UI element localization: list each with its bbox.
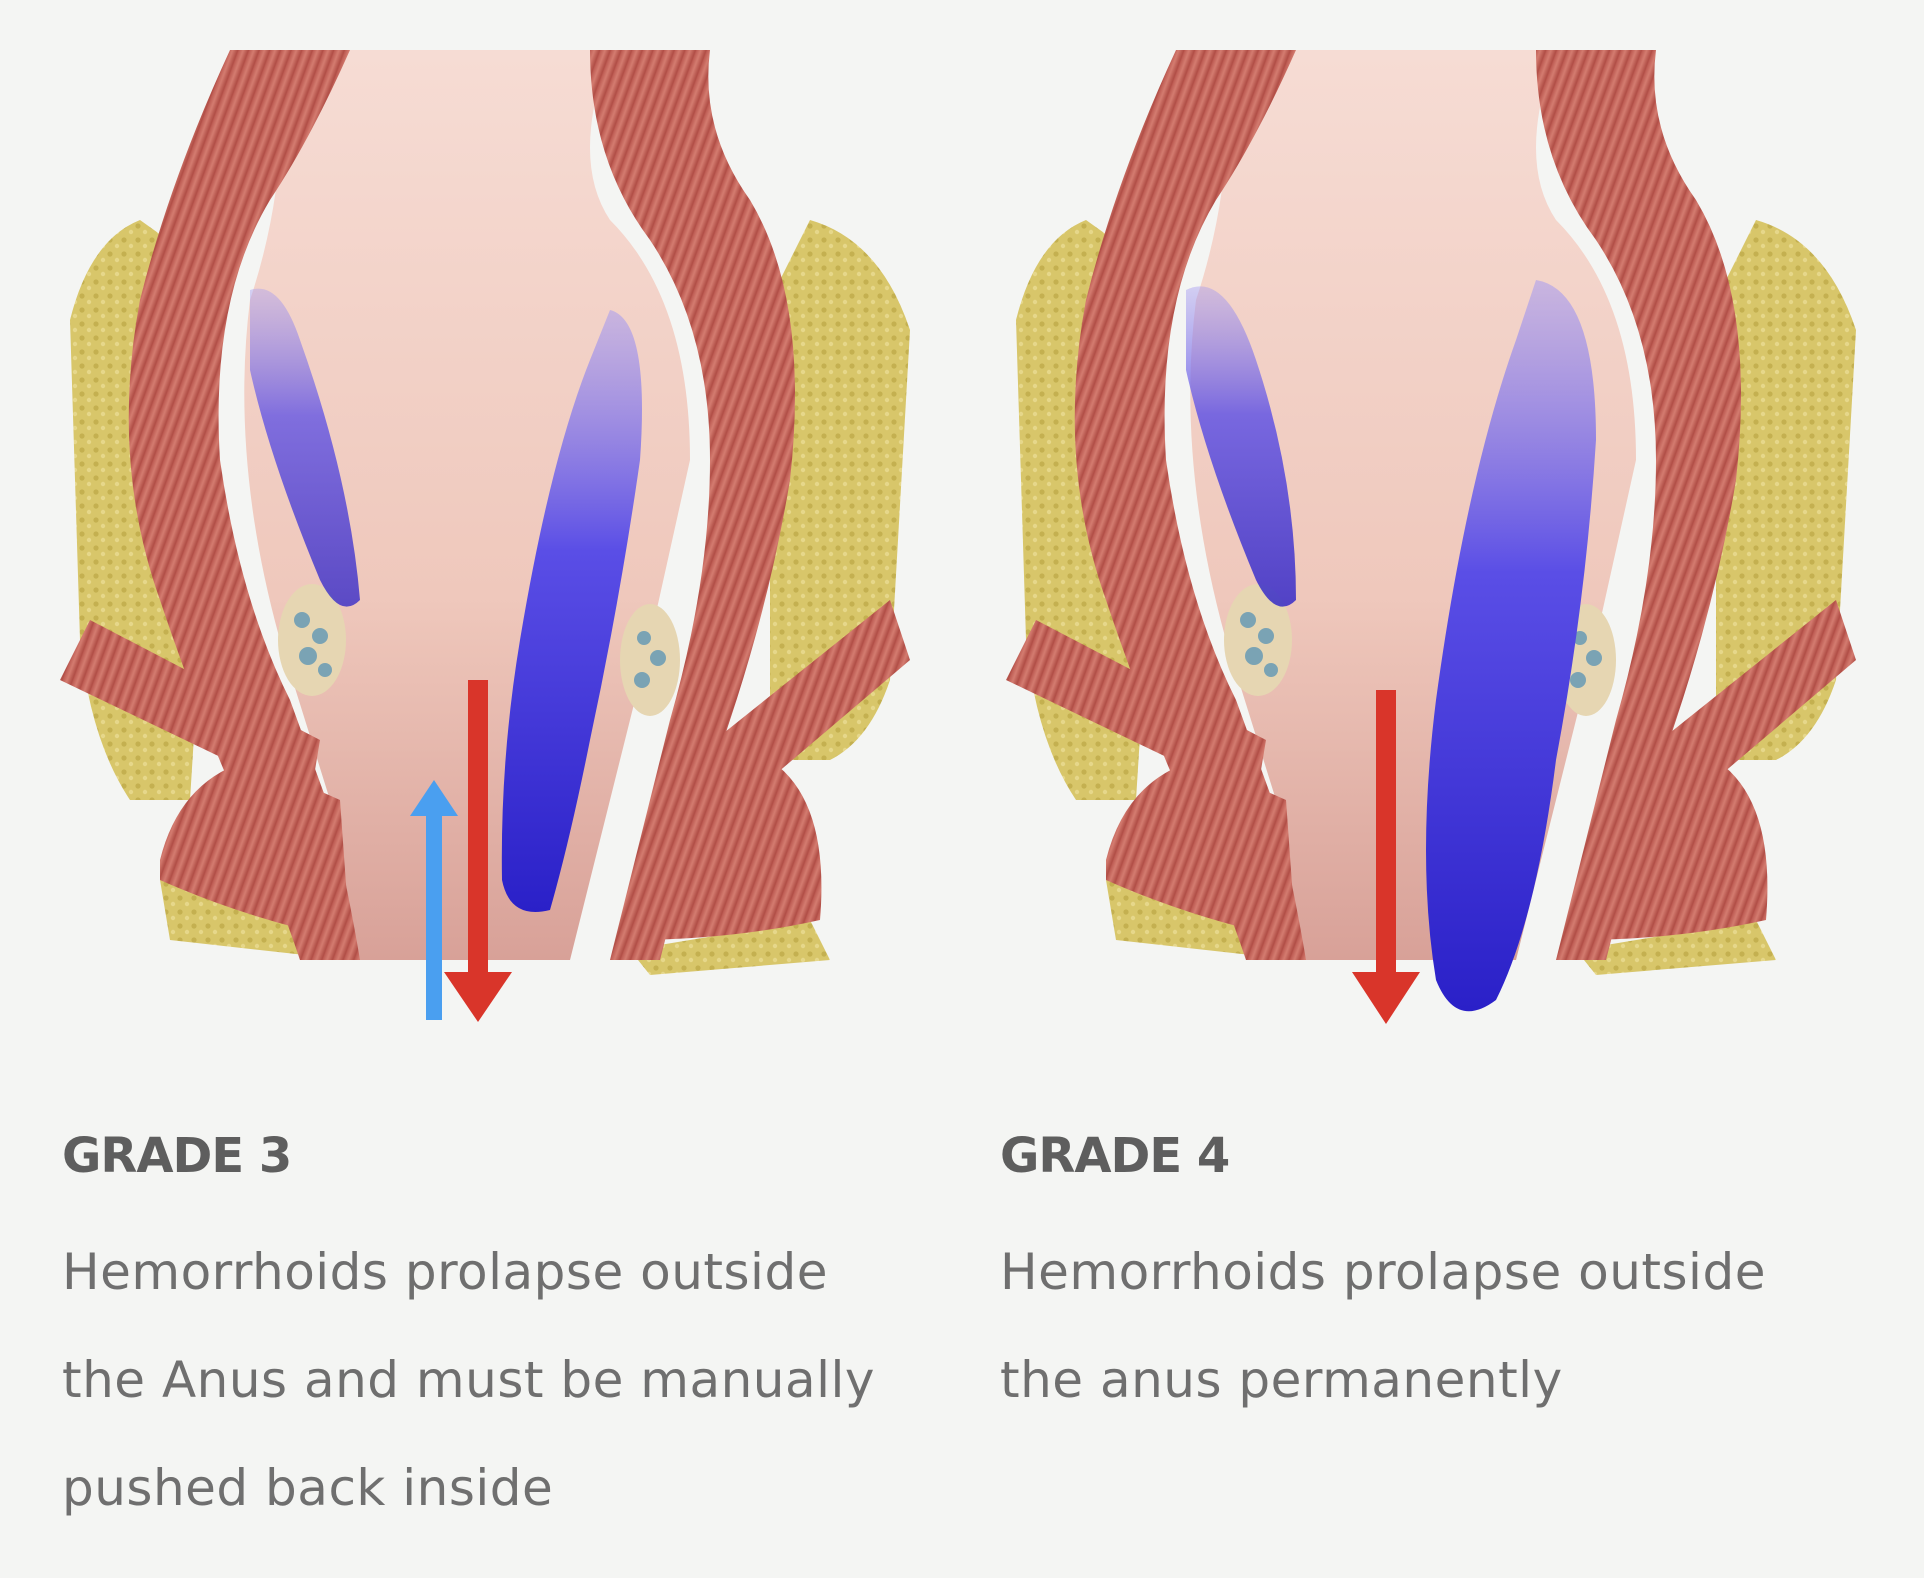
external-sphincter-left (160, 760, 350, 940)
gland-cluster-left (278, 584, 346, 696)
down-arrow (444, 680, 512, 1022)
grade-4-illustration (1006, 50, 1856, 1024)
grade-3-description-line: pushed back inside (62, 1459, 554, 1517)
sphincter-band-left (60, 620, 320, 800)
internal-hemorrhoid (250, 288, 360, 607)
grade-4-description-line: the anus permanently (1000, 1351, 1563, 1409)
fat-tissue-bottom-right (630, 920, 830, 975)
internal-hemorrhoid (1186, 286, 1296, 607)
grade-4-description-line: Hemorrhoids prolapse outside (1000, 1243, 1766, 1301)
grade-3-illustration (60, 50, 910, 1022)
sphincter-band-left (1006, 620, 1266, 800)
gland-cluster-right (620, 604, 680, 716)
prolapsed-hemorrhoid (1426, 280, 1596, 1012)
grade-4-description: Hemorrhoids prolapse outside the anus pe… (1000, 1218, 1880, 1434)
grade-3-description: Hemorrhoids prolapse outside the Anus an… (62, 1218, 942, 1542)
external-sphincter-right (630, 760, 822, 940)
muscle-wall-left (1074, 50, 1306, 960)
grade-3-description-line: Hemorrhoids prolapse outside (62, 1243, 828, 1301)
gland-cluster-left (1224, 584, 1292, 696)
grade-4-title: GRADE 4 (1000, 1128, 1230, 1184)
external-sphincter-right (1576, 760, 1768, 940)
grade-3-title: GRADE 3 (62, 1128, 292, 1184)
muscle-wall-right (590, 50, 795, 960)
muscle-wall-right (1536, 50, 1741, 960)
fat-tissue-bottom-right (1576, 920, 1776, 975)
prolapsed-hemorrhoid (501, 310, 642, 912)
muscle-wall-left (128, 50, 360, 960)
external-sphincter-left (1106, 760, 1296, 940)
down-arrow (1352, 690, 1420, 1024)
up-arrow (410, 780, 458, 1020)
grade-3-description-line: the Anus and must be manually (62, 1351, 876, 1409)
